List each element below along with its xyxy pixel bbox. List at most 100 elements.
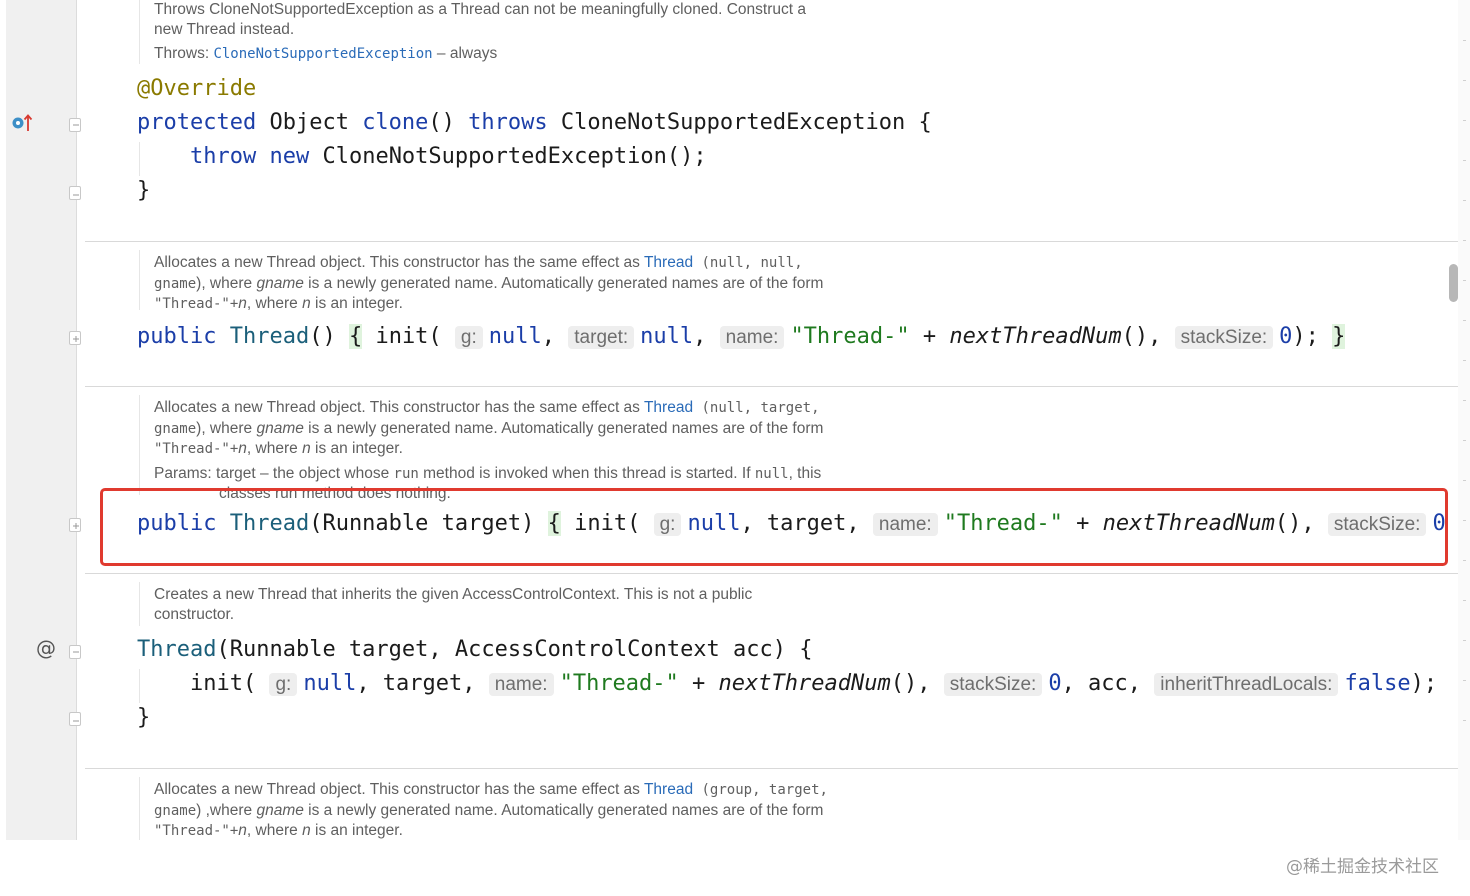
code-text: CloneNotSupportedException { [547,110,932,135]
fold-toggle-icon[interactable] [69,645,81,659]
doc-line: gname) ,where gname is a newly generated… [154,801,824,819]
param-hint: stackSize: [943,673,1043,696]
section-separator [85,241,1458,242]
doc-line: "Thread-"+n, where n is an integer. [154,822,403,839]
doc-line: Creates a new Thread that inherits the g… [154,586,753,603]
javadoc-ctor-default: Allocates a new Thread object. This cons… [154,253,823,315]
javadoc-ctor-acc: Creates a new Thread that inherits the g… [154,585,752,624]
string-literal: "Thread-" [790,324,910,349]
param-hint: inheritThreadLocals: [1154,673,1339,696]
code-line[interactable]: @Override [137,74,256,104]
close-brace: } [137,178,151,203]
throws-suffix: – always [432,45,498,62]
method-name: clone [362,110,429,135]
doc-line: new Thread instead. [154,20,295,38]
doc-throws-line: Throws: CloneNotSupportedException – alw… [154,44,806,65]
param-hint: name: [719,326,785,349]
fold-expand-icon[interactable] [69,331,81,345]
space [256,144,269,169]
code-text: CloneNotSupportedException(); [309,144,707,169]
indent [137,144,190,169]
section-separator [85,573,1458,574]
indent-guide [139,669,140,703]
code-line[interactable]: protected Object clone() throws CloneNot… [137,108,932,138]
param-hint: g: [454,326,483,349]
keyword: null [488,324,542,349]
override-marker-icon[interactable] [11,113,35,133]
section-separator [85,768,1458,769]
code-text: init( [362,324,455,349]
static-call: nextThreadNum [718,671,891,696]
static-call: nextThreadNum [949,324,1122,349]
thread-link[interactable]: Thread [643,781,694,798]
fold-expand-icon[interactable] [69,518,81,532]
param-hint: stackSize: [1174,326,1274,349]
javadoc-ctor-group: Allocates a new Thread object. This cons… [154,780,828,840]
number-literal: 0 [1048,671,1062,696]
param-hint: g: [653,513,682,536]
thread-link[interactable]: Thread [643,399,694,416]
param-hint: stackSize: [1327,513,1427,536]
code-editor[interactable]: @ Throws CloneNotSupportedException as a… [6,0,1458,840]
code-text: () [428,110,469,135]
fold-end-icon[interactable] [69,712,81,726]
vertical-scrollbar-thumb[interactable] [1449,264,1458,302]
code-text: (Runnable target, AccessControlContext a… [216,637,813,662]
doc-guide-line [139,395,140,495]
highlight-annotation-box [100,488,1448,566]
code-line-highlighted[interactable]: public Thread(Runnable target) { init( g… [137,511,1447,536]
open-brace: { [348,324,363,349]
doc-line: "Thread-"+n, where n is an integer. [154,295,403,312]
keyword: null [640,324,694,349]
editor-gutter: @ [6,0,81,840]
code-line[interactable]: public Thread() { init( g:null, target:n… [137,324,1346,349]
keyword: null [303,671,357,696]
code-line[interactable]: throw new CloneNotSupportedException(); [137,142,707,172]
static-call: nextThreadNum [1102,511,1275,536]
param-hint: name: [488,673,554,696]
number-literal: 0 [1432,511,1446,536]
indent-guide [139,142,140,176]
thread-link[interactable]: Thread [643,254,694,271]
keyword: throws [468,110,548,135]
doc-line: Allocates a new Thread object. This cons… [154,254,803,271]
param-hint: g: [269,673,298,696]
param-hint: target: [568,326,635,349]
doc-guide-line [139,250,140,310]
keyword: new [269,144,310,169]
doc-line: Allocates a new Thread object. This cons… [154,399,820,416]
throws-link[interactable]: CloneNotSupportedException [213,46,433,62]
close-brace: } [137,705,151,730]
doc-guide-line [139,777,140,840]
return-type: Object [256,110,363,135]
doc-line: Allocates a new Thread object. This cons… [154,781,828,798]
close-brace: } [1332,324,1346,349]
keyword: throw [189,144,257,169]
code-line[interactable]: } [137,176,150,206]
constructor-name: Thread [216,511,310,536]
keyword: public [137,324,217,349]
open-brace: { [547,511,561,536]
fold-toggle-icon[interactable] [69,118,81,132]
code-line[interactable]: init( g:null, target, name:"Thread-" + n… [189,671,1438,696]
code-text: (Runnable target) [309,511,548,536]
keyword: false [1344,671,1411,696]
code-line[interactable]: Thread(Runnable target, AccessControlCon… [137,635,813,665]
param-hint: name: [872,513,938,536]
doc-line: Throws CloneNotSupportedException as a T… [154,1,806,18]
keyword: protected [137,110,257,135]
right-margin-strip [1458,0,1470,840]
at-annotation-icon[interactable]: @ [36,636,56,660]
string-literal: "Thread-" [943,511,1063,536]
throws-label: Throws: [154,45,214,62]
javadoc-clone: Throws CloneNotSupportedException as a T… [154,0,806,65]
code-line[interactable]: } [137,703,150,733]
doc-guide-line [139,0,140,64]
code-text: init( [189,671,270,696]
constructor-name: Thread [137,637,217,662]
keyword: null [687,511,741,536]
fold-end-icon[interactable] [69,186,81,200]
doc-line: constructor. [154,605,235,623]
doc-params-line: Params: target – the object whose run me… [154,464,822,482]
number-literal: 0 [1279,324,1293,349]
